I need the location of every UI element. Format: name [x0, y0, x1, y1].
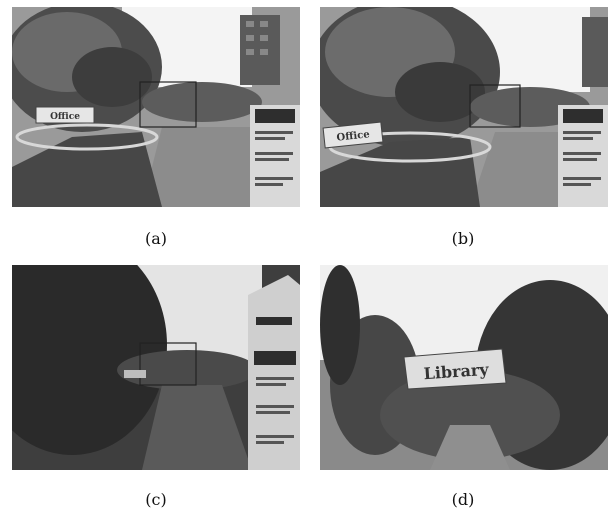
sign-label-b: Office	[336, 129, 370, 143]
caption-c: (c)	[145, 490, 167, 509]
street-scene-image-a: Office	[12, 7, 300, 207]
caption-b: (b)	[451, 229, 475, 248]
street-scene-image-b: Office	[320, 7, 608, 207]
photo-b: Office	[320, 7, 608, 207]
caption-d: (d)	[451, 490, 475, 509]
street-scene-image-c	[12, 265, 300, 470]
sign-label-d: Library	[423, 360, 490, 384]
caption-a: (a)	[144, 229, 168, 248]
photo-a: Office	[12, 7, 300, 207]
street-scene-image-d: Library	[320, 265, 608, 470]
photo-d: Library	[320, 265, 608, 470]
sign-label-a: Office	[50, 112, 80, 122]
photo-c	[12, 265, 300, 470]
